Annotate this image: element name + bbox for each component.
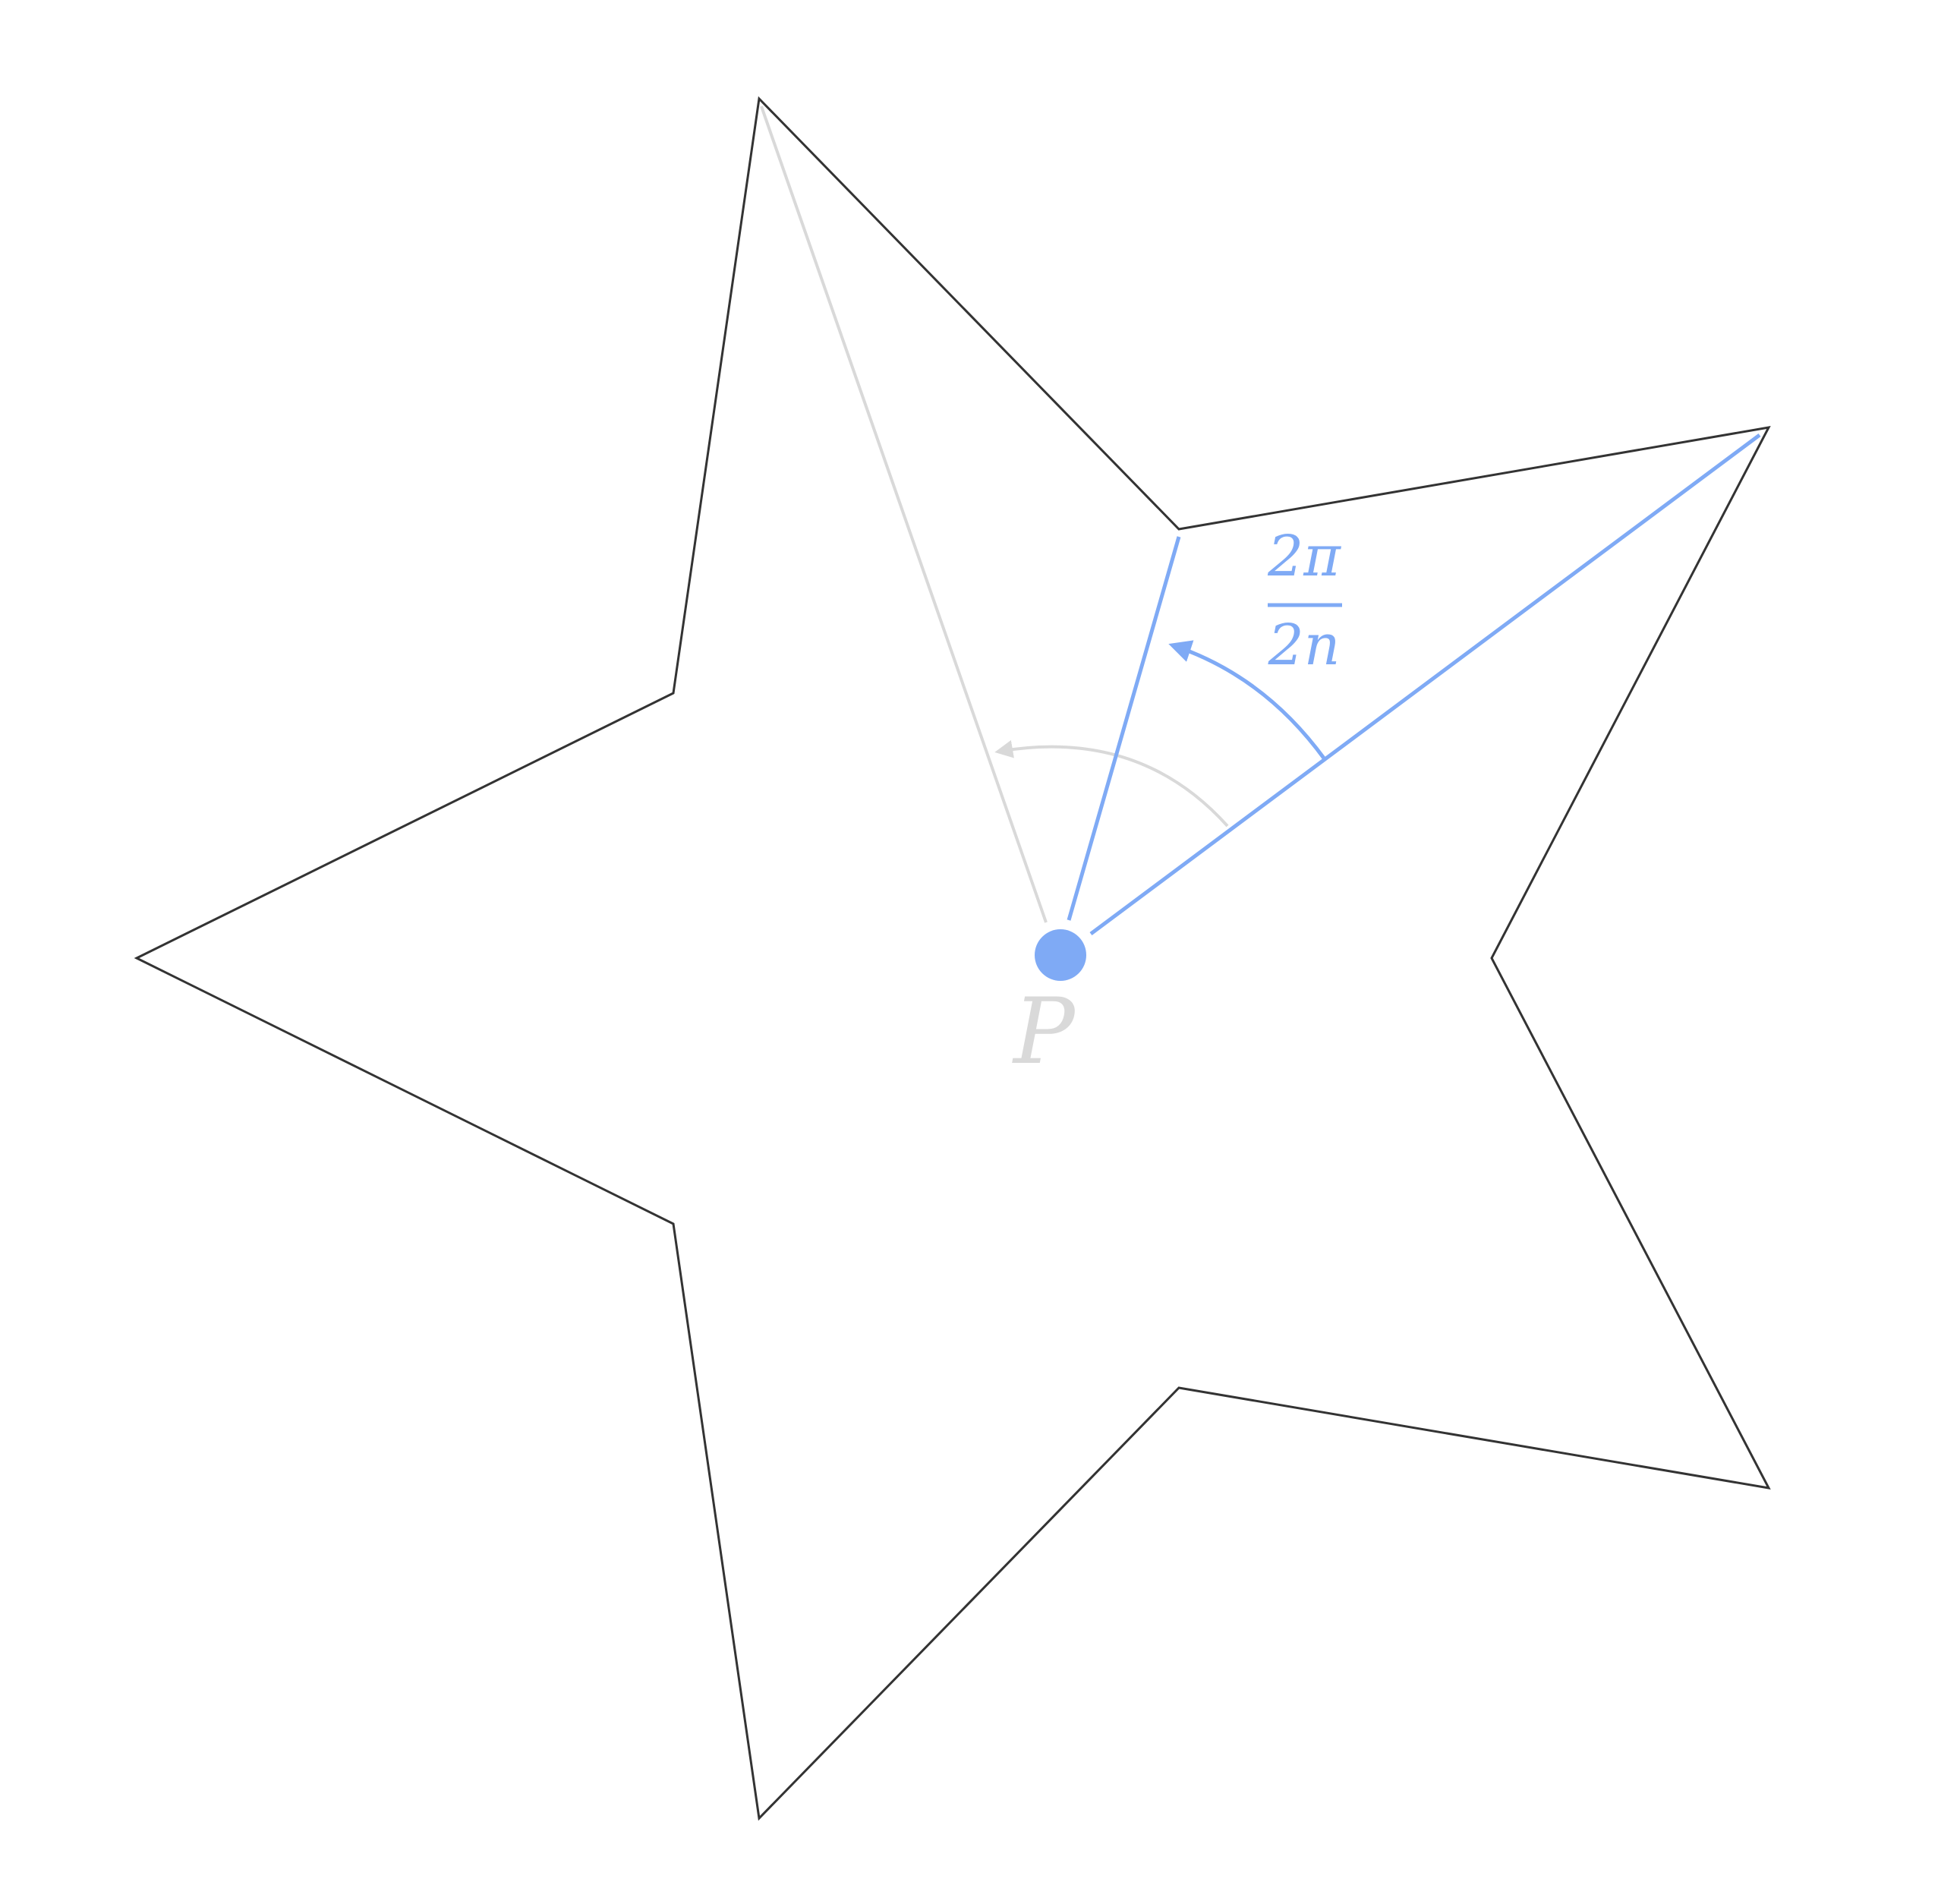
accent-ray-outer: [1089, 433, 1761, 936]
point-p-label: P: [1012, 979, 1076, 1085]
angle-label-denominator: 2n: [1268, 613, 1341, 678]
faded-ray: [760, 106, 1048, 923]
point-p-dot: [1035, 929, 1086, 981]
accent-angle-arc: [1168, 640, 1327, 761]
star-outline: [134, 96, 1771, 1821]
faded-angle-arc: [994, 739, 1229, 828]
accent-ray-inner: [1067, 536, 1181, 921]
angle-label-numerator: 2π: [1267, 524, 1341, 589]
